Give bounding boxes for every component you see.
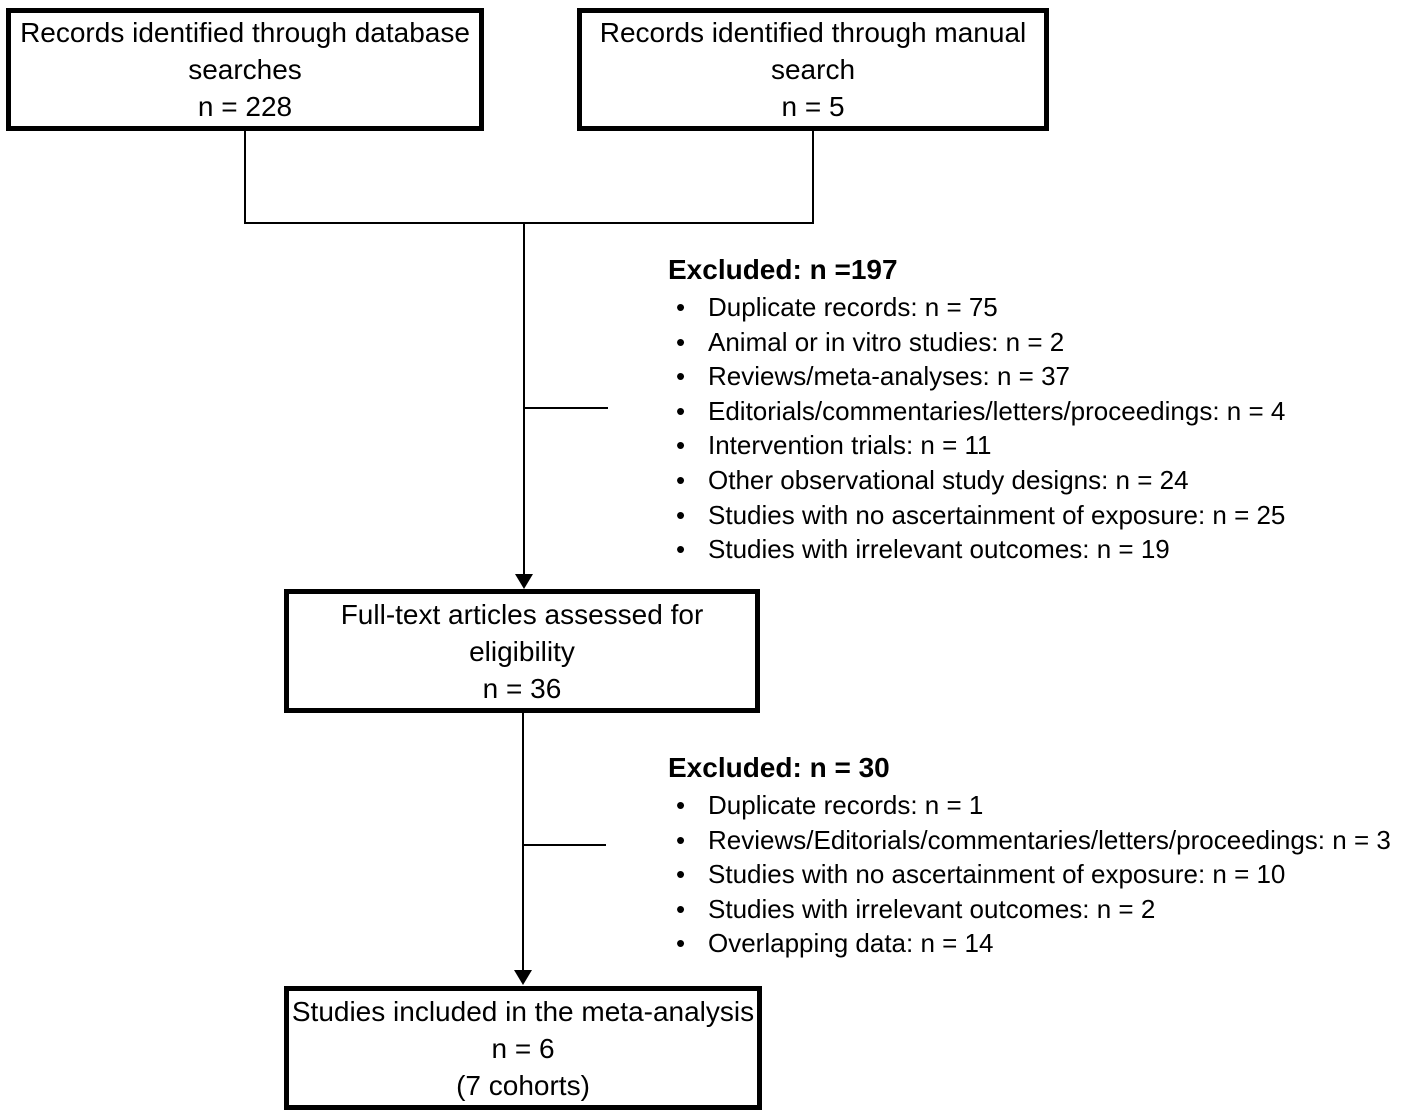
- exclusion-fulltext-title: Excluded: n = 30: [668, 752, 890, 783]
- box-database-title-line1: Records identified through database: [20, 17, 470, 48]
- box-manual-records: Records identified through manual search…: [577, 8, 1049, 131]
- bullet-icon: •: [676, 859, 686, 890]
- exclusion-item-text: Animal or in vitro studies: n = 2: [708, 326, 1065, 357]
- connector-stub-exclusion-screening: [524, 407, 608, 409]
- exclusion-item: • Studies with irrelevant outcomes: n = 2: [668, 892, 1413, 927]
- box-included-count: n = 6: [491, 1032, 555, 1064]
- box-manual-count: n = 5: [781, 91, 845, 122]
- bullet-icon: •: [676, 430, 686, 461]
- exclusion-item-text: Studies with irrelevant outcomes: n = 19: [708, 534, 1170, 565]
- box-included-cohorts: (7 cohorts): [456, 1069, 590, 1101]
- exclusion-list-screening: Excluded: n =197 • Duplicate records: n =…: [668, 252, 1413, 567]
- exclusion-item-text: Duplicate records: n = 75: [708, 292, 998, 322]
- exclusion-item-text: Other observational study designs: n = 2…: [708, 464, 1189, 495]
- box-database-title-line2: searches: [188, 54, 302, 85]
- arrow-down-icon: [514, 970, 532, 985]
- connector-stub-exclusion-fulltext: [522, 844, 606, 846]
- exclusion-item: • Reviews/meta-analyses: n = 37: [668, 359, 1413, 394]
- box-manual-title-line2: search: [770, 54, 856, 85]
- box-fulltext-title-line1: Full-text articles assessed for: [340, 598, 704, 630]
- connector-database-vertical: [244, 131, 246, 224]
- bullet-icon: •: [676, 824, 686, 855]
- bullet-icon: •: [676, 326, 686, 357]
- connector-manual-vertical: [812, 131, 814, 224]
- exclusion-item-text: Overlapping data: n = 14: [708, 928, 994, 959]
- bullet-icon: •: [676, 499, 686, 530]
- exclusion-item-text: Intervention trials: n = 11: [708, 430, 992, 461]
- connector-fulltext-vertical: [522, 713, 524, 971]
- arrow-down-icon: [515, 574, 533, 589]
- box-fulltext-assessed: Full-text articles assessed for eligibil…: [284, 589, 760, 713]
- bullet-icon: •: [676, 534, 686, 565]
- exclusion-item: • Editorials/commentaries/letters/proceed…: [668, 394, 1413, 429]
- box-fulltext-title-line2: eligibility: [469, 635, 575, 667]
- exclusion-screening-title: Excluded: n =197: [668, 254, 898, 285]
- box-database-records: Records identified through database sear…: [6, 8, 484, 131]
- box-fulltext-count: n = 36: [482, 672, 562, 704]
- box-included-studies: Studies included in the meta-analysis n …: [284, 986, 762, 1110]
- exclusion-item-text: Duplicate records: n = 1: [708, 790, 984, 820]
- exclusion-item: • Duplicate records: n = 1: [668, 788, 1413, 823]
- box-database-count: n = 228: [197, 91, 293, 122]
- exclusion-list-fulltext: Excluded: n = 30 • Duplicate records: n =…: [668, 750, 1413, 961]
- exclusion-item-text: Studies with irrelevant outcomes: n = 2: [708, 893, 1156, 924]
- bullet-icon: •: [676, 292, 686, 322]
- exclusion-item: • Reviews/Editorials/commentaries/letters…: [668, 823, 1413, 858]
- bullet-icon: •: [676, 361, 686, 392]
- box-manual-title-line1: Records identified through manual: [599, 17, 1027, 48]
- bullet-icon: •: [676, 893, 686, 924]
- exclusion-item: • Studies with irrelevant outcomes: n = 1…: [668, 532, 1413, 567]
- exclusion-item-text: Studies with no ascertainment of exposur…: [708, 859, 1286, 890]
- exclusion-fulltext-items: • Duplicate records: n = 1 • Reviews/Edito…: [668, 788, 1413, 961]
- connector-merged-vertical: [523, 224, 525, 575]
- connector-merge-horizontal: [244, 222, 814, 224]
- exclusion-item: • Duplicate records: n = 75: [668, 290, 1413, 325]
- exclusion-item-text: Editorials/commentaries/letters/proceedi…: [708, 395, 1286, 426]
- exclusion-item: • Studies with no ascertainment of exposu…: [668, 857, 1413, 892]
- bullet-icon: •: [676, 928, 686, 959]
- exclusion-item: • Other observational study designs: n = …: [668, 463, 1413, 498]
- exclusion-item: • Studies with no ascertainment of exposu…: [668, 498, 1413, 533]
- exclusion-item: • Animal or in vitro studies: n = 2: [668, 325, 1413, 360]
- exclusion-item-text: Reviews/Editorials/commentaries/letters/…: [708, 824, 1391, 855]
- exclusion-item: • Overlapping data: n = 14: [668, 926, 1413, 961]
- bullet-icon: •: [676, 464, 686, 495]
- exclusion-item: • Intervention trials: n = 11: [668, 428, 1413, 463]
- box-included-title: Studies included in the meta-analysis: [291, 995, 755, 1027]
- exclusion-screening-items: • Duplicate records: n = 75 • Animal or in…: [668, 290, 1413, 567]
- bullet-icon: •: [676, 395, 686, 426]
- exclusion-item-text: Studies with no ascertainment of exposur…: [708, 499, 1286, 530]
- exclusion-item-text: Reviews/meta-analyses: n = 37: [708, 361, 1071, 392]
- bullet-icon: •: [676, 790, 686, 820]
